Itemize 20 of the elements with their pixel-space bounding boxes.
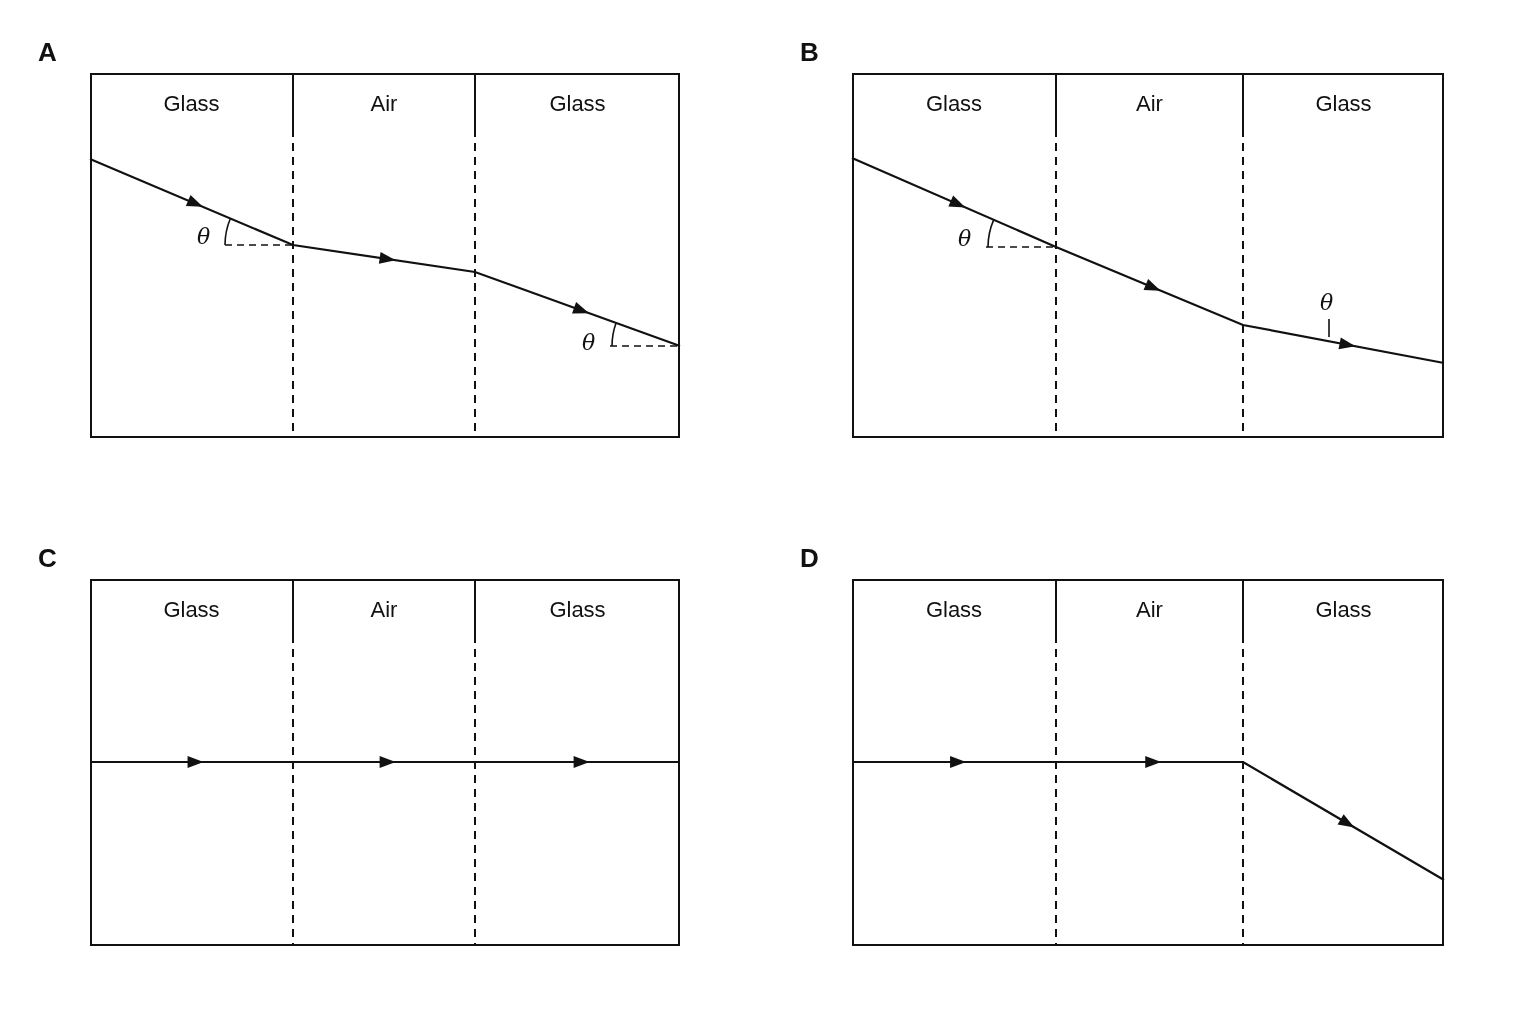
medium-label: Air <box>370 597 398 624</box>
medium-label: Glass <box>163 597 220 624</box>
panel-letter: C <box>38 545 57 571</box>
medium-label: Glass <box>925 91 983 118</box>
medium-label: Air <box>1136 91 1163 118</box>
medium-label: Glass <box>925 597 983 624</box>
angle-label: θ <box>197 226 211 248</box>
medium-label: Air <box>1136 597 1163 624</box>
medium-label: Glass <box>549 597 606 624</box>
medium-label: Glass <box>163 91 220 118</box>
panel-letter: B <box>800 39 819 65</box>
angle-label: θ <box>582 332 596 354</box>
angle-label: θ <box>958 228 972 250</box>
medium-label: Air <box>370 91 398 118</box>
panel-letter: D <box>800 545 819 571</box>
panel-letter: A <box>38 39 57 65</box>
medium-label: Glass <box>549 91 606 118</box>
medium-label: Glass <box>1315 597 1372 624</box>
medium-label: Glass <box>1315 91 1372 118</box>
angle-label: θ <box>1320 292 1334 314</box>
